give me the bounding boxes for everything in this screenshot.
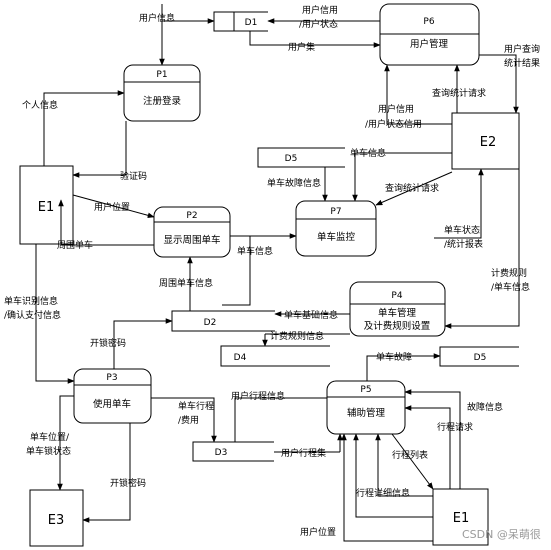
flow-label-trip-request: 行程请求 bbox=[437, 421, 473, 433]
flow-label-user-set: 用户集 bbox=[288, 41, 315, 53]
entity-e1-left-label: E1 bbox=[38, 200, 55, 215]
flow-label-bike-fault: 单车故障 bbox=[376, 351, 412, 363]
flow-label-query-request-p6: 查询统计请求 bbox=[432, 87, 486, 99]
flow-label-verify-code: 验证码 bbox=[120, 170, 147, 182]
process-p4-box bbox=[349, 281, 446, 337]
process-p3-id: P3 bbox=[106, 373, 117, 383]
flow-label-trip-detail: 行程详细信息 bbox=[356, 487, 410, 499]
store-d2-label: D2 bbox=[204, 318, 217, 328]
flow-label-fault-info: 故障信息 bbox=[467, 401, 503, 413]
store-d3-label: D3 bbox=[215, 448, 228, 458]
flow-label-bike-status-2: /统计报表 bbox=[444, 238, 483, 250]
flow-label-billing-rule-1: 计费规则 bbox=[491, 267, 527, 279]
process-p7-id: P7 bbox=[330, 207, 341, 217]
flow-label-bike-info-p2: 单车信息 bbox=[237, 245, 273, 257]
store-d1-shape bbox=[213, 11, 268, 32]
flow-label-user-query-result-1: 用户查询 bbox=[504, 43, 540, 55]
process-p4-name-line2: 及计费规则设置 bbox=[364, 320, 431, 332]
flow-label-user-info: 用户信息 bbox=[139, 12, 175, 24]
store-d3-shape bbox=[192, 441, 274, 462]
flow-label-user-query-result-2: 统计结果 bbox=[504, 57, 540, 69]
flow-label-user-trip-set: 用户行程集 bbox=[281, 447, 326, 459]
flow-label-nearby-bikes: 周围单车 bbox=[57, 239, 93, 251]
process-p7-box bbox=[295, 200, 377, 257]
flow-label-credit-status-2: /用户状态信用 bbox=[365, 118, 422, 130]
flow-label-user-trip-info: 用户行程信息 bbox=[231, 390, 285, 402]
flow-label-user-credit-status-1: 用户信用 bbox=[302, 4, 338, 16]
flow-label-bike-identify-1: 单车识别信息 bbox=[4, 295, 58, 307]
store-d4-shape bbox=[220, 345, 330, 367]
entity-e2-label: E2 bbox=[480, 135, 497, 150]
process-p6-name: 用户管理 bbox=[410, 38, 449, 50]
process-p2-id: P2 bbox=[186, 211, 197, 221]
watermark-text: CSDN @呆萌很 bbox=[462, 527, 541, 541]
store-d5-top-shape bbox=[257, 147, 345, 168]
flow-label-personal-info: 个人信息 bbox=[22, 99, 58, 111]
flow-label-bike-position-2: 单车锁状态 bbox=[26, 445, 71, 457]
entity-e1-left-box bbox=[19, 165, 74, 245]
entity-e1-bottom-label: E1 bbox=[453, 511, 470, 526]
flow-label-bike-status-1: 单车状态 bbox=[444, 224, 480, 236]
flow-label-bike-info-p7: 单车信息 bbox=[350, 147, 386, 159]
store-d4-label: D4 bbox=[234, 353, 247, 363]
flow-label-bike-fault-info: 单车故障信息 bbox=[267, 177, 321, 189]
process-p1-name: 注册登录 bbox=[143, 95, 182, 107]
flow-label-billing-rule-2: /单车信息 bbox=[491, 281, 530, 293]
process-p1-id: P1 bbox=[156, 70, 167, 80]
flow-label-bike-identify-2: /确认支付信息 bbox=[4, 309, 61, 321]
store-d2-shape bbox=[171, 310, 275, 332]
entity-e3-label: E3 bbox=[48, 513, 65, 528]
process-p4-name-line1: 单车管理 bbox=[378, 307, 417, 319]
flow-label-trip-list: 行程列表 bbox=[392, 449, 428, 461]
flow-label-bike-trip-2: /费用 bbox=[178, 414, 199, 426]
flow-label-credit-status-1: 用户信用 bbox=[378, 103, 414, 115]
process-p6-id: P6 bbox=[423, 17, 434, 27]
store-d5-top-label: D5 bbox=[285, 154, 298, 164]
flow-label-query-request-p7: 查询统计请求 bbox=[385, 182, 439, 194]
process-p2-name: 显示周围单车 bbox=[163, 234, 220, 246]
flow-label-unlock-code-top: 开锁密码 bbox=[90, 337, 126, 349]
flow-label-nearby-bike-info: 周围单车信息 bbox=[159, 277, 213, 289]
process-p4-id: P4 bbox=[391, 291, 402, 301]
flow-label-bike-position-1: 单车位置/ bbox=[30, 431, 70, 443]
entity-e2-box bbox=[451, 112, 520, 170]
flow-label-user-location: 用户位置 bbox=[94, 201, 130, 213]
flow-label-bike-basic-info: 单车基础信息 bbox=[284, 309, 338, 321]
flow-label-user-credit-status-2: /用户状态 bbox=[299, 18, 338, 30]
store-d1-label: D1 bbox=[245, 18, 258, 28]
flow-label-billing-rule-info: 计费规则信息 bbox=[270, 330, 324, 342]
process-p7-name: 单车监控 bbox=[317, 231, 356, 243]
flow-label-unlock-code-bottom: 开锁密码 bbox=[110, 477, 146, 489]
process-p3-name: 使用单车 bbox=[93, 398, 131, 410]
flow-label-bike-trip-1: 单车行程 bbox=[178, 400, 214, 412]
process-p5-name: 辅助管理 bbox=[347, 407, 386, 419]
flow-label-user-location-bottom: 用户位置 bbox=[300, 526, 336, 538]
process-p5-id: P5 bbox=[360, 385, 371, 395]
store-d5-right-label: D5 bbox=[474, 353, 487, 363]
